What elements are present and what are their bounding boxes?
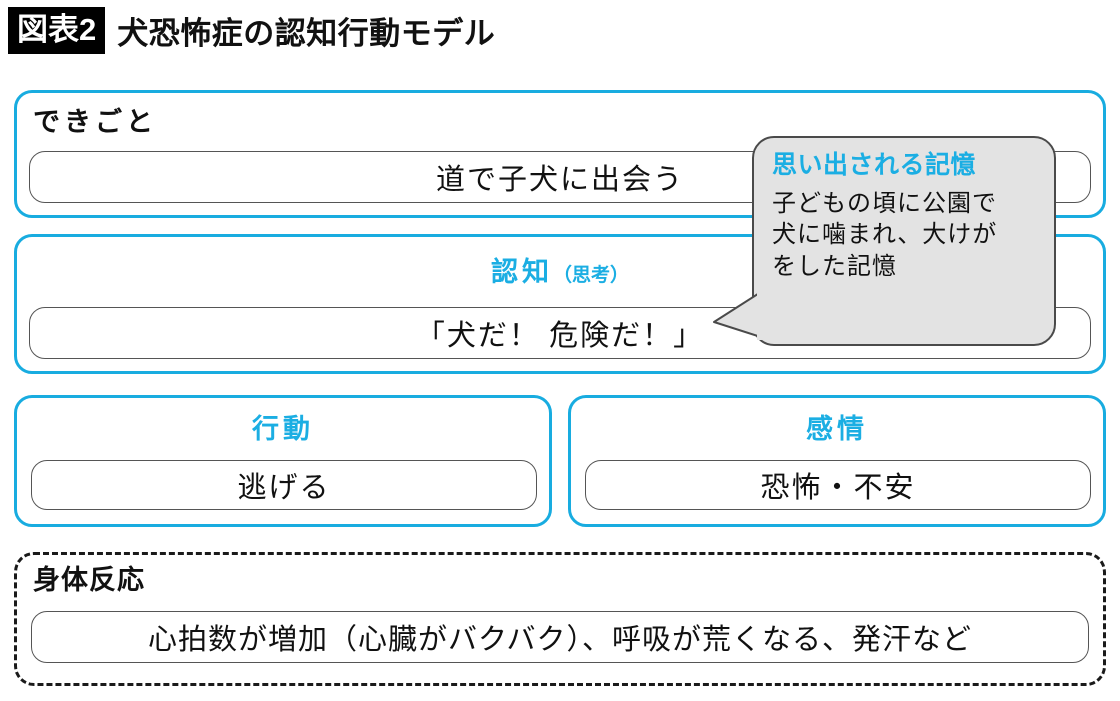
callout-body-line: をした記憶: [772, 253, 897, 280]
section-emotion: 感情 恐怖・不安: [568, 395, 1106, 527]
section-emotion-label: 感情: [806, 414, 868, 444]
callout-body-line: 子どもの頃に公園で: [772, 190, 997, 217]
section-event-label: できごと: [33, 107, 157, 137]
figure-number-badge: 図表2: [8, 6, 106, 54]
section-emotion-value: 恐怖・不安: [585, 460, 1091, 510]
section-physical-response: 身体反応 心拍数が増加（心臓がバクバク）、呼吸が荒くなる、発汗など: [14, 552, 1106, 686]
memory-callout-title: 思い出される記憶: [772, 151, 977, 179]
page-header: 図表2 犬恐怖症の認知行動モデル: [8, 4, 495, 56]
section-physical-response-value: 心拍数が増加（心臓がバクバク）、呼吸が荒くなる、発汗など: [31, 611, 1089, 663]
page-title: 犬恐怖症の認知行動モデル: [117, 15, 496, 51]
memory-callout-body: 子どもの頃に公園で 犬に噛まれ、大けが をした記憶: [772, 189, 1038, 284]
section-cognition-label: 認知（思考）: [17, 259, 1103, 286]
section-behavior: 行動 逃げる: [14, 395, 552, 527]
section-cognition-label-main: 認知: [490, 257, 553, 287]
section-behavior-label: 行動: [252, 414, 314, 444]
section-behavior-value: 逃げる: [31, 460, 537, 510]
section-physical-response-label: 身体反応: [33, 565, 145, 595]
callout-body-line: 犬に噛まれ、大けが: [772, 222, 998, 249]
section-cognition-label-sub: （思考）: [552, 265, 629, 286]
memory-callout: 思い出される記憶 子どもの頃に公園で 犬に噛まれ、大けが をした記憶: [752, 136, 1056, 346]
